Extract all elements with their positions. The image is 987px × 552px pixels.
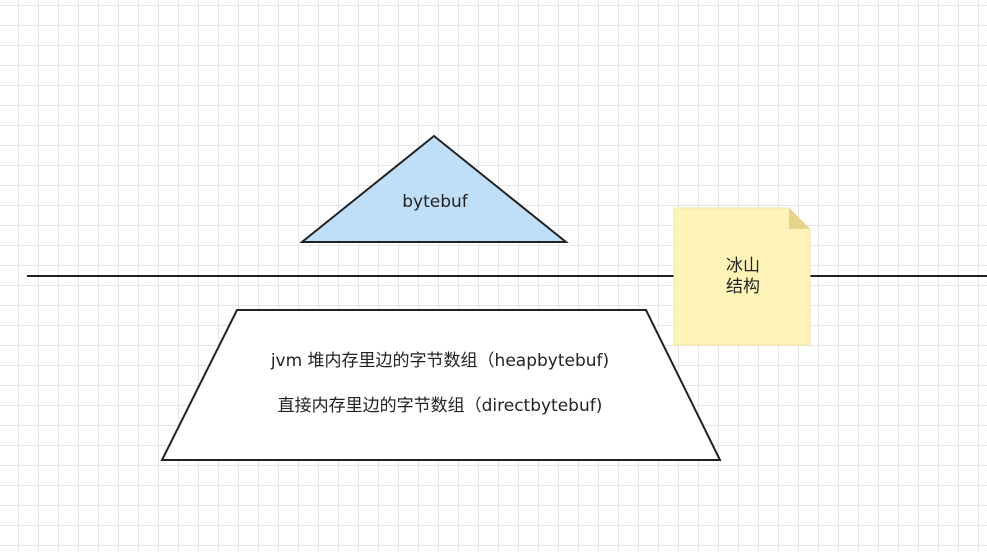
sticky-note-line-1: 冰山 (726, 256, 760, 276)
memory-trapezoid[interactable] (160, 309, 722, 461)
sticky-note-line-2: 结构 (726, 277, 760, 297)
sticky-note-fold (789, 208, 810, 229)
trapezoid-label-heap: jvm 堆内存里边的字节数组（heapbytebuf) (270, 351, 610, 371)
bytebuf-triangle[interactable] (299, 134, 569, 243)
trapezoid-label-direct: 直接内存里边的字节数组（directbytebuf) (277, 396, 603, 416)
sticky-note[interactable] (673, 207, 811, 346)
sticky-note-text: 冰山 结构 (680, 256, 806, 298)
sticky-note-body (673, 207, 811, 346)
triangle-label: bytebuf (402, 192, 468, 212)
